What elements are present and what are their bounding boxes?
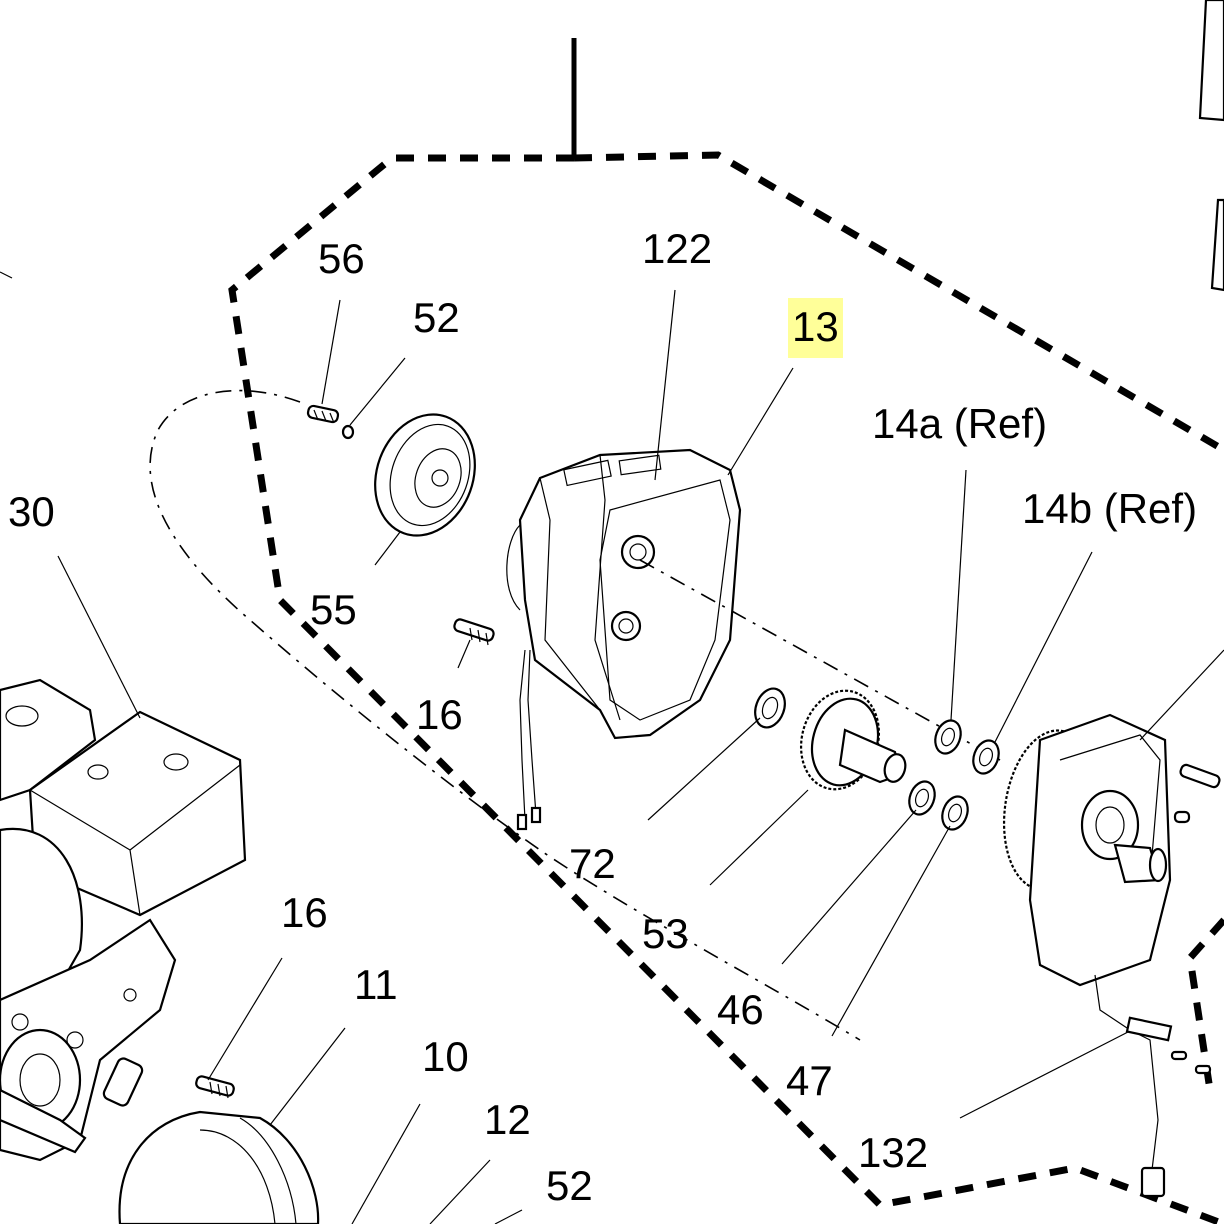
bell-housing-11-shape [118, 1110, 320, 1224]
callout-14a-ref: 14a (Ref) [872, 400, 1048, 447]
callout-55: 55 [310, 586, 357, 633]
callout-52-lower: 52 [546, 1162, 593, 1209]
callout-46: 46 [717, 986, 764, 1033]
callout-30: 30 [8, 488, 55, 535]
callout-11: 11 [354, 961, 398, 1008]
frame-fragment-2 [1210, 198, 1224, 292]
small-screws-132 [1170, 1050, 1212, 1075]
screw-56-shape [306, 404, 340, 424]
wire-terminal-2 [530, 806, 542, 824]
sensor-132-bracket [1125, 1016, 1173, 1042]
callout-72: 72 [569, 840, 616, 887]
sensor-132-wire [1094, 974, 1159, 1171]
callout-53: 53 [642, 910, 689, 957]
callout-132: 132 [858, 1129, 929, 1176]
housing-13-shape [506, 448, 742, 740]
gear-53-shape [799, 689, 907, 791]
callout-14b-ref: 14b (Ref) [1022, 485, 1198, 532]
callout-12: 12 [484, 1096, 531, 1143]
phantom-loop [149, 389, 861, 1041]
washer-46-shape [908, 780, 936, 816]
callout-16-upper: 16 [416, 691, 463, 738]
callout-13-highlighted: 13 [788, 298, 843, 358]
callout-122: 122 [642, 225, 713, 272]
dashed-group-boundary [228, 151, 1224, 1224]
washer-14a-shape [934, 719, 962, 755]
callout-56: 56 [318, 235, 365, 282]
flywheel-55-shape [374, 413, 476, 537]
wire-terminal-1 [516, 813, 528, 831]
callout-52-upper: 52 [413, 294, 460, 341]
washer-52-shape [341, 424, 355, 440]
housing-wires [519, 649, 537, 821]
sensor-132-plug [1140, 1166, 1166, 1198]
callout-47: 47 [786, 1057, 833, 1104]
frame-fragment [1198, 0, 1224, 122]
screw-16-upper-shape [453, 618, 495, 646]
washer-47-shape [941, 795, 969, 831]
washer-14b-shape [972, 739, 1000, 775]
pump-housing-shape [1002, 713, 1221, 987]
engine-30-shape [0, 678, 247, 1162]
dashed-group-boundary-right [1186, 917, 1224, 1091]
washer-72-shape [754, 687, 786, 729]
callout-16-lower: 16 [281, 889, 328, 936]
callout-10: 10 [422, 1033, 469, 1080]
leader-lines [0, 271, 1224, 1224]
screw-16-lower-shape [195, 1075, 235, 1099]
